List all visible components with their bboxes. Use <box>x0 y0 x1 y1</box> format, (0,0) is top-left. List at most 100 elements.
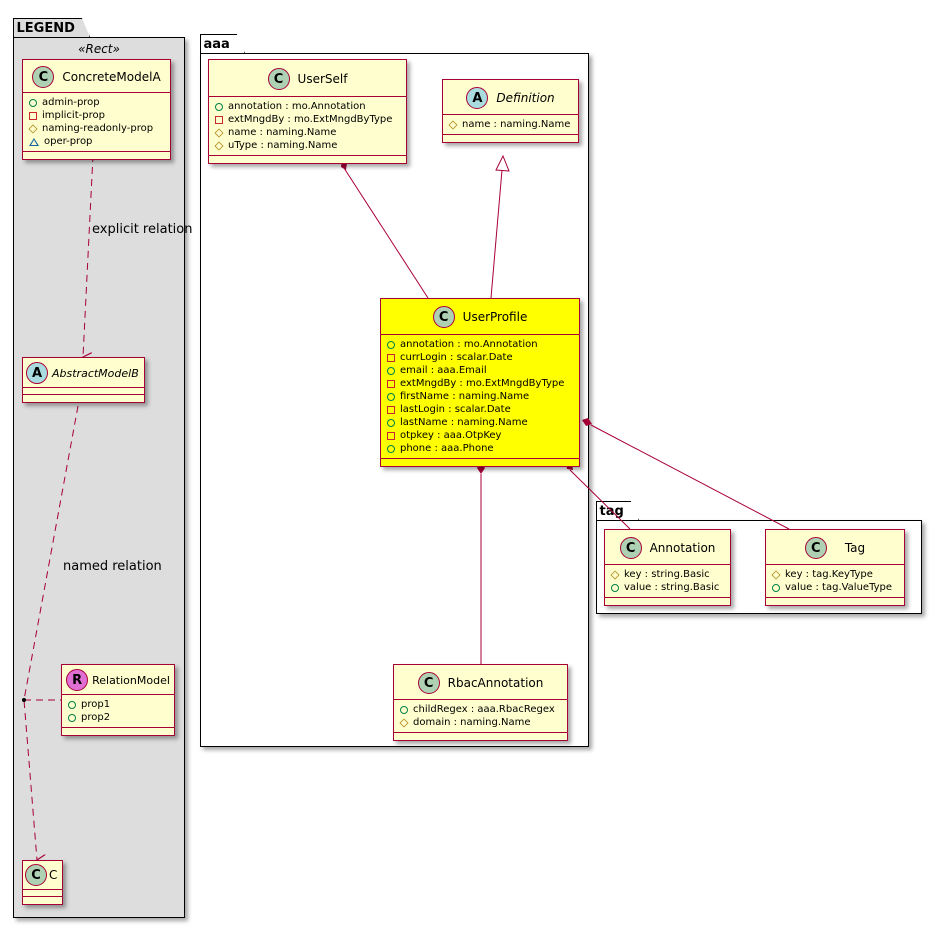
package-visibility-icon <box>29 137 39 146</box>
attribute-text: prop2 <box>81 712 111 723</box>
attribute-text: lastLogin : scalar.Date <box>400 404 511 415</box>
class-name: UserProfile <box>462 310 528 324</box>
attribute-row: currLogin : scalar.Date <box>387 351 573 364</box>
attribute-row: prop1 <box>68 698 168 711</box>
class-concrete-model-a[interactable]: C ConcreteModelA admin-prop implicit-pro… <box>22 59 171 160</box>
public-visibility-icon <box>387 444 395 453</box>
class-badge-icon: C <box>25 864 47 886</box>
private-visibility-icon <box>387 405 395 414</box>
public-visibility-icon <box>400 705 408 714</box>
protected-visibility-icon <box>771 569 781 580</box>
userprofile-annotation-line <box>569 469 631 530</box>
class-name: Definition <box>496 91 555 105</box>
legend-package-tab: LEGEND <box>13 18 90 37</box>
attribute-text: uType : naming.Name <box>228 140 338 151</box>
attribute-list: annotation : mo.Annotation extMngdBy : m… <box>209 97 406 156</box>
attribute-text: extMngdBy : mo.ExtMngdByType <box>400 378 565 389</box>
class-rbac-annotation[interactable]: C RbacAnnotation childRegex : aaa.RbacRe… <box>393 664 568 741</box>
class-header: A AbstractModelB <box>23 358 144 388</box>
attribute-row: admin-prop <box>29 96 164 109</box>
method-list <box>766 598 904 605</box>
relation-junction-dot <box>22 698 26 702</box>
attribute-text: firstName : naming.Name <box>400 391 530 402</box>
aaa-package-name: aaa <box>203 37 230 52</box>
attribute-row: childRegex : aaa.RbacRegex <box>400 703 561 716</box>
class-badge-icon: C <box>619 537 642 559</box>
userprofile-tag-line <box>590 424 790 530</box>
attribute-text: naming-readonly-prop <box>42 123 154 134</box>
attribute-row: implicit-prop <box>29 109 164 122</box>
attribute-list: name : naming.Name <box>443 115 578 135</box>
attribute-row: naming-readonly-prop <box>28 122 164 135</box>
composition-diamond-tag <box>582 418 592 426</box>
private-visibility-icon <box>29 111 37 120</box>
attribute-row: annotation : mo.Annotation <box>387 338 573 351</box>
relation-badge-icon: R <box>66 669 89 691</box>
attribute-row: extMngdBy : mo.ExtMngdByType <box>215 113 400 126</box>
class-tag-annotation[interactable]: C Annotation key : string.Basic value : … <box>604 529 731 606</box>
named-relation-label: named relation <box>63 559 162 574</box>
attribute-row: annotation : mo.Annotation <box>215 100 400 113</box>
public-visibility-icon <box>611 583 619 592</box>
attribute-text: name : naming.Name <box>462 119 571 130</box>
class-header: C RbacAnnotation <box>394 665 567 700</box>
attribute-row: uType : naming.Name <box>214 139 400 152</box>
attribute-text: lastName : naming.Name <box>400 417 528 428</box>
legend-package-name: LEGEND <box>16 21 75 36</box>
legend-package: LEGEND «Rect» <box>13 37 185 918</box>
attribute-text: key : tag.KeyType <box>785 569 873 580</box>
class-name: UserSelf <box>297 72 348 86</box>
class-badge-icon: C <box>267 68 290 90</box>
class-tag[interactable]: C Tag key : tag.KeyType value : tag.Valu… <box>765 529 905 606</box>
class-header: C C <box>23 861 62 890</box>
private-visibility-icon <box>215 115 223 124</box>
class-relation-model[interactable]: R RelationModel prop1 prop2 <box>61 664 175 736</box>
method-list <box>443 135 578 142</box>
attribute-text: annotation : mo.Annotation <box>400 339 538 350</box>
protected-visibility-icon <box>28 123 38 134</box>
attribute-row: otpkey : aaa.OtpKey <box>387 429 573 442</box>
class-definition[interactable]: A Definition name : naming.Name <box>442 79 579 143</box>
attribute-row: domain : naming.Name <box>399 716 561 729</box>
protected-visibility-icon <box>214 127 224 138</box>
attribute-text: phone : aaa.Phone <box>400 443 494 454</box>
attribute-row: name : naming.Name <box>214 126 400 139</box>
class-header: A Definition <box>443 80 578 115</box>
attribute-row: oper-prop <box>29 135 164 148</box>
attribute-list: childRegex : aaa.RbacRegex domain : nami… <box>394 700 567 733</box>
private-visibility-icon <box>387 353 395 362</box>
class-name: Annotation <box>649 541 716 555</box>
class-header: C UserProfile <box>381 299 579 335</box>
class-header: C UserSelf <box>209 60 406 97</box>
method-list <box>23 897 62 904</box>
class-name: ConcreteModelA <box>62 70 161 84</box>
class-badge-icon: C <box>417 672 440 694</box>
method-list <box>209 156 406 163</box>
class-c[interactable]: C C <box>22 860 63 905</box>
class-abstract-model-b[interactable]: A AbstractModelB <box>22 357 145 403</box>
class-user-self[interactable]: C UserSelf annotation : mo.Annotation ex… <box>208 59 407 164</box>
attribute-list <box>23 388 144 395</box>
explicit-relation-label: explicit relation <box>92 222 193 237</box>
attribute-list: admin-prop implicit-prop naming-readonly… <box>23 93 170 152</box>
definition-inheritance-line <box>490 169 503 299</box>
attribute-row: email : aaa.Email <box>387 364 573 377</box>
explicit-relation-line <box>83 154 94 357</box>
attribute-row: lastName : naming.Name <box>387 416 573 429</box>
attribute-text: otpkey : aaa.OtpKey <box>400 430 502 441</box>
attribute-text: value : string.Basic <box>624 582 720 593</box>
attribute-list: key : string.Basic value : string.Basic <box>605 565 730 598</box>
attribute-text: value : tag.ValueType <box>785 582 893 593</box>
method-list <box>605 598 730 605</box>
class-user-profile[interactable]: C UserProfile annotation : mo.Annotation… <box>380 298 580 467</box>
attribute-list: annotation : mo.Annotation currLogin : s… <box>381 335 579 459</box>
public-visibility-icon <box>29 98 37 107</box>
class-badge-icon: C <box>432 306 455 328</box>
attribute-text: admin-prop <box>42 97 100 108</box>
attribute-list: prop1 prop2 <box>62 695 174 728</box>
public-visibility-icon <box>68 700 76 709</box>
class-name: AbstractModelB <box>52 366 139 380</box>
userself-userprofile-line <box>343 167 429 299</box>
class-name: C <box>49 868 58 882</box>
class-header: C Annotation <box>605 530 730 565</box>
